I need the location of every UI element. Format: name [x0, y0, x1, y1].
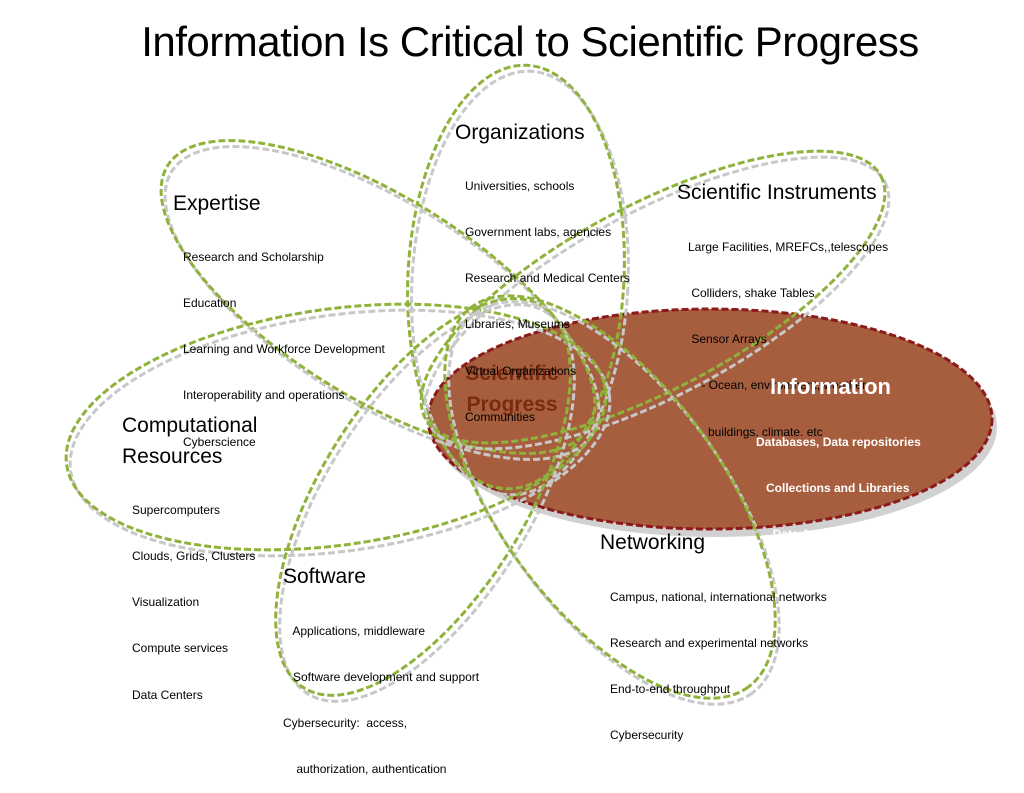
list-item: Virtual Organizations: [465, 363, 577, 378]
page-title: Information Is Critical to Scientific Pr…: [141, 18, 919, 65]
center-label: Scientific Progress: [452, 358, 572, 420]
list-item: Interoperability and operations: [183, 388, 345, 403]
list-item: curation, privacy: [756, 619, 883, 634]
list-item: Libraries, Museums: [465, 317, 570, 332]
list-item: End-to-end throughput: [610, 682, 731, 697]
list-item: Research and Scholarship: [183, 249, 324, 264]
software-heading: Software: [283, 565, 366, 588]
list-item: Data Access; storage, navigation: [756, 527, 961, 542]
software-list: Applications, middleware Software develo…: [283, 593, 479, 793]
list-item: Large Facilities, MREFCs,,telescopes: [688, 239, 889, 254]
expertise-list: Research and Scholarship Education Learn…: [183, 219, 385, 466]
computational-heading-line2: Resources: [122, 445, 223, 468]
list-item: Collections and Libraries: [756, 481, 910, 496]
instruments-ellipse: [419, 149, 891, 451]
expertise-ellipse: [159, 139, 601, 461]
list-item: Cybersecurity: access,: [283, 716, 408, 731]
expertise-heading: Expertise: [173, 192, 261, 215]
list-item: Government labs, agencies: [465, 225, 612, 240]
list-item: Cyberscience: [183, 434, 256, 449]
list-item: Research and Medical Centers: [465, 271, 630, 286]
list-item: Learning and Workforce Development: [183, 342, 385, 357]
networking-heading: Networking: [600, 531, 706, 554]
list-item: Software development and support: [283, 670, 480, 685]
organizations-heading: Organizations: [455, 121, 585, 144]
list-item: Communities: [465, 409, 536, 424]
networking-list: Campus, national, international networks…: [610, 559, 827, 759]
organizations-list: Universities, schools Government labs, a…: [465, 148, 630, 441]
list-item: Campus, national, international networks: [610, 589, 827, 604]
list-item: buildings, climate. etc: [688, 424, 823, 439]
list-item: Databases, Data repositories: [756, 434, 921, 449]
list-item: authorization, authentication: [283, 762, 447, 777]
list-item: Colliders, shake Tables: [688, 286, 815, 301]
organizations-ellipse: [406, 63, 630, 497]
list-item: - Ocean, environment, weather,: [688, 378, 869, 393]
list-item: Universities, schools: [465, 178, 575, 193]
information-list: Databases, Data repositories Collections…: [756, 404, 961, 651]
center-label-line2: Progress: [466, 393, 558, 416]
information-heading: Information: [770, 374, 891, 399]
list-item: Sensor Arrays: [688, 332, 767, 347]
list-item: Supercomputers: [132, 502, 221, 517]
list-item: Compute services: [132, 641, 229, 656]
list-item: Clouds, Grids, Clusters: [132, 549, 256, 564]
list-item: Research and experimental networks: [610, 636, 809, 651]
diagram-canvas: [64, 63, 997, 706]
list-item: Visualization: [132, 595, 200, 610]
list-item: Cybersecurity: [610, 728, 684, 743]
list-item: management, mining tools,: [756, 573, 942, 588]
instruments-heading: Scientific Instruments: [677, 181, 877, 204]
center-label-line1: Scientific: [465, 362, 559, 385]
networking-ellipse: [443, 294, 781, 706]
list-item: Applications, middleware: [283, 623, 426, 638]
computational-heading-line1: Computational: [122, 414, 258, 437]
list-item: Data Centers: [132, 687, 203, 702]
list-item: Education: [183, 296, 237, 311]
computational-list: Supercomputers Clouds, Grids, Clusters V…: [132, 472, 255, 719]
instruments-list: Large Facilities, MREFCs,,telescopes Col…: [688, 209, 888, 456]
computational-ellipse: [64, 302, 612, 558]
computational-heading: Computational Resources: [122, 410, 257, 472]
